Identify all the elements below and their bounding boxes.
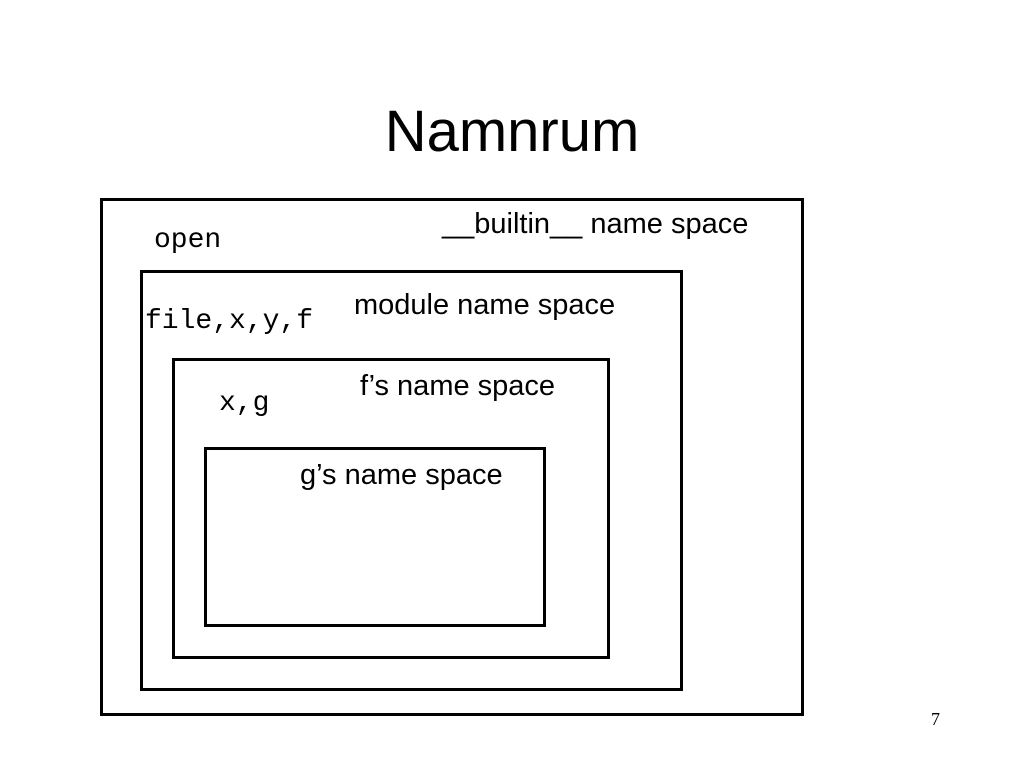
f-namespace-box <box>172 358 610 659</box>
g-namespace-label: g’s name space <box>300 459 503 491</box>
f-namespace-label: f’s name space <box>360 370 556 402</box>
module-names: file,x,y,f <box>145 306 314 337</box>
module-namespace-label: module name space <box>354 289 616 321</box>
builtin-namespace-label: __builtin__ name space <box>442 208 749 240</box>
g-namespace-box <box>204 447 546 627</box>
builtin-namespace-box <box>100 198 804 716</box>
page-number: 7 <box>931 709 940 729</box>
module-namespace-box <box>140 270 683 691</box>
f-names: x,g <box>219 388 270 419</box>
slide-title: Namnrum <box>384 99 640 164</box>
builtin-names: open <box>154 225 222 256</box>
